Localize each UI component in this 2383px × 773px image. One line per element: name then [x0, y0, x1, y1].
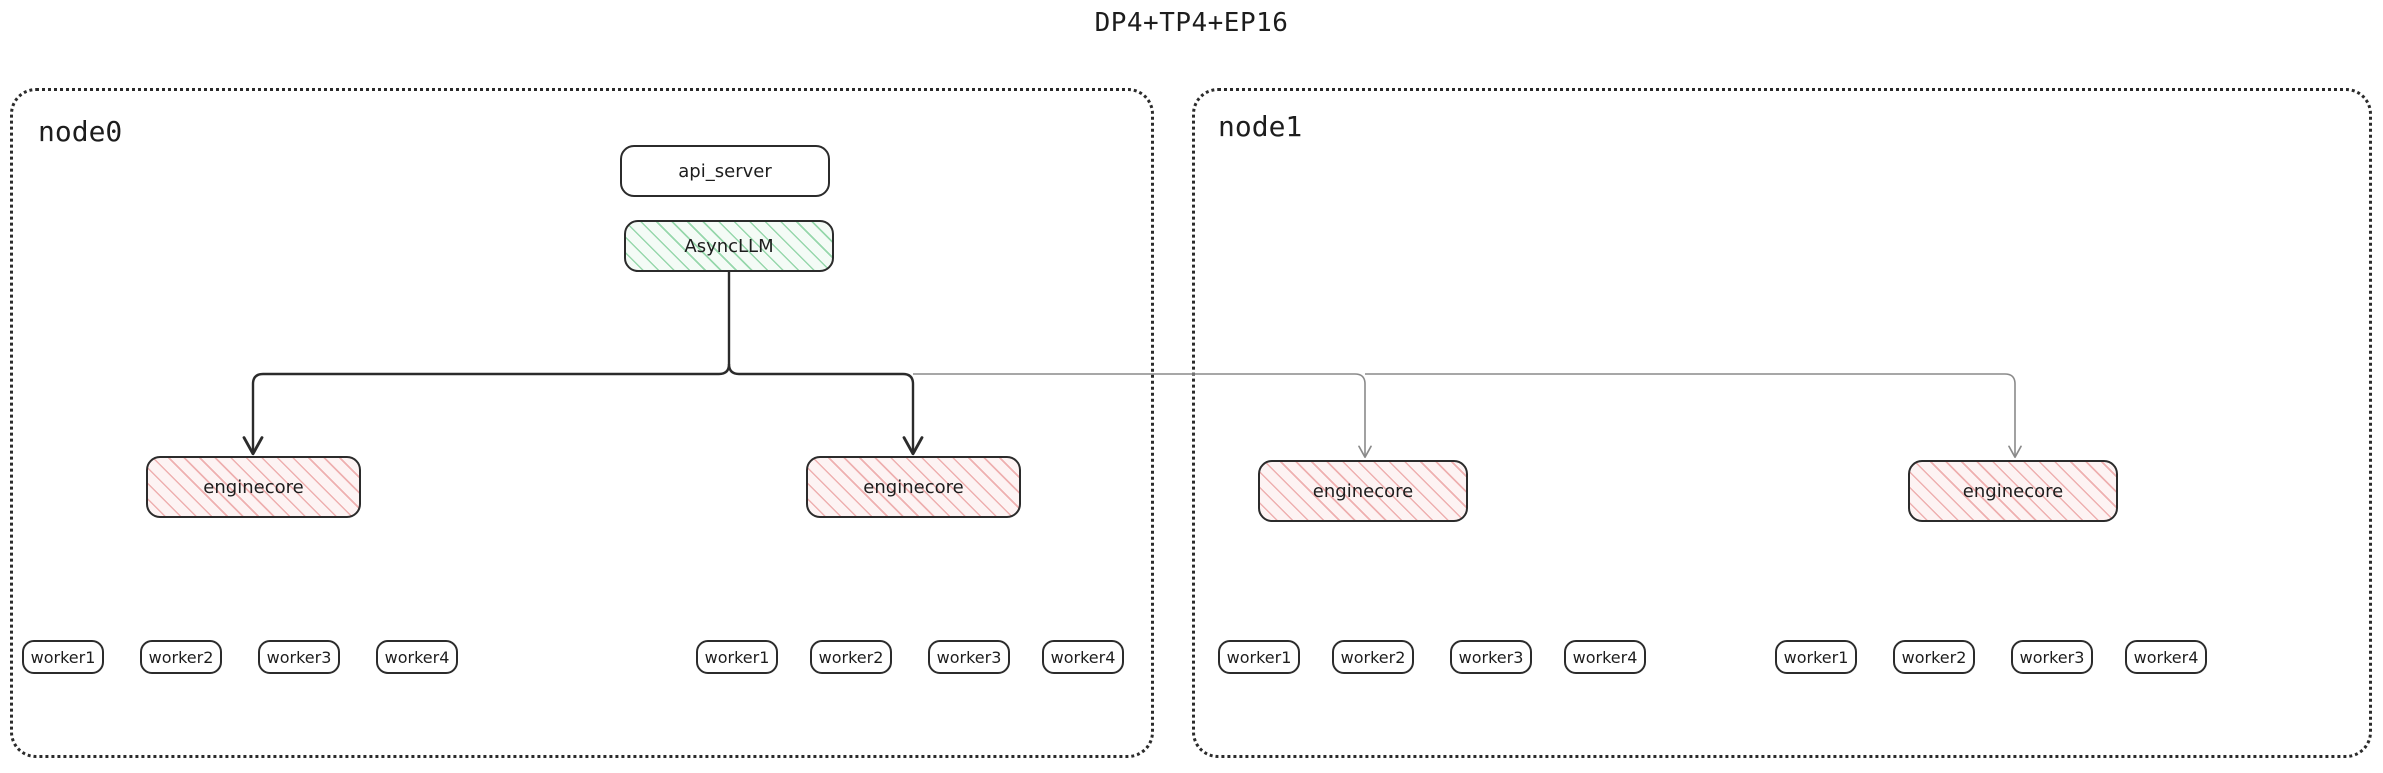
- worker-node1-g0-1[interactable]: worker2: [1332, 640, 1414, 674]
- enginecore-node0-0[interactable]: enginecore: [146, 456, 361, 518]
- worker-node0-g0-0[interactable]: worker1: [22, 640, 104, 674]
- process-async-llm[interactable]: AsyncLLM: [624, 220, 834, 272]
- worker-node0-g1-3[interactable]: worker4: [1042, 640, 1124, 674]
- worker-node1-g1-0[interactable]: worker1: [1775, 640, 1857, 674]
- worker-node0-g1-1[interactable]: worker2: [810, 640, 892, 674]
- worker-node1-g1-2[interactable]: worker3: [2011, 640, 2093, 674]
- worker-node1-g0-2[interactable]: worker3: [1450, 640, 1532, 674]
- enginecore-node0-1[interactable]: enginecore: [806, 456, 1021, 518]
- worker-node1-g1-1[interactable]: worker2: [1893, 640, 1975, 674]
- worker-node0-g1-2[interactable]: worker3: [928, 640, 1010, 674]
- worker-node0-g1-0[interactable]: worker1: [696, 640, 778, 674]
- worker-node0-g0-3[interactable]: worker4: [376, 640, 458, 674]
- enginecore-node1-1[interactable]: enginecore: [1908, 460, 2118, 522]
- process-api-server[interactable]: api_server: [620, 145, 830, 197]
- worker-node1-g1-3[interactable]: worker4: [2125, 640, 2207, 674]
- worker-node1-g0-3[interactable]: worker4: [1564, 640, 1646, 674]
- worker-node1-g0-0[interactable]: worker1: [1218, 640, 1300, 674]
- enginecore-node1-0[interactable]: enginecore: [1258, 460, 1468, 522]
- diagram-title: DP4+TP4+EP16: [1094, 8, 1289, 38]
- worker-node0-g0-2[interactable]: worker3: [258, 640, 340, 674]
- node-label-node0: node0: [38, 115, 123, 148]
- node-label-node1: node1: [1218, 110, 1303, 143]
- worker-node0-g0-1[interactable]: worker2: [140, 640, 222, 674]
